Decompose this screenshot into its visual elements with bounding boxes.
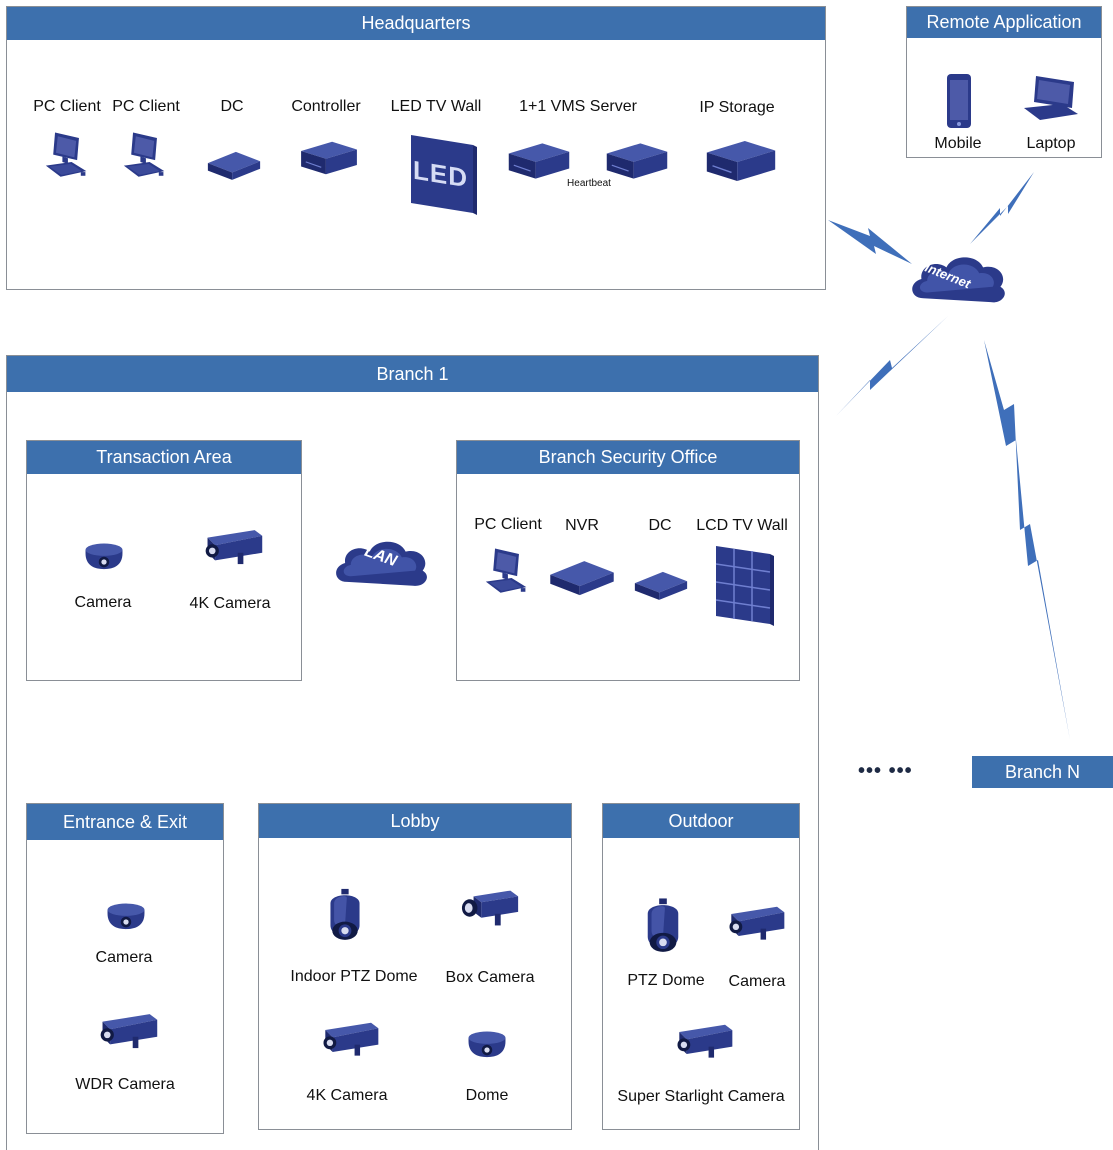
bullet-camera-icon[interactable] xyxy=(318,1020,382,1062)
bolt-remote-internet xyxy=(970,172,1034,244)
bullet-camera-icon[interactable] xyxy=(724,904,788,946)
pc-client-icon[interactable] xyxy=(44,130,90,182)
heartbeat-label: Heartbeat xyxy=(567,178,611,189)
controller-icon[interactable] xyxy=(298,138,360,178)
outdoor-panel: Outdoor xyxy=(602,803,800,1130)
led-wall-icon[interactable]: LED xyxy=(407,133,477,215)
ptz-dome-icon[interactable] xyxy=(325,888,365,948)
device-label: DC xyxy=(220,98,244,115)
lcd-wall-icon[interactable] xyxy=(714,544,774,626)
laptop-icon[interactable] xyxy=(1022,74,1080,122)
device-label: DC xyxy=(648,517,672,534)
device-label: LCD TV Wall xyxy=(696,517,788,534)
lan-cloud: LAN xyxy=(330,530,434,596)
headquarters-title: Headquarters xyxy=(7,7,825,40)
outdoor-title: Outdoor xyxy=(603,804,799,838)
pc-client-icon[interactable] xyxy=(484,546,530,598)
bullet-camera-icon[interactable] xyxy=(200,528,266,570)
bolt-hq-internet xyxy=(828,220,912,264)
bolt-branch1-internet xyxy=(836,316,948,416)
dome-camera-icon[interactable] xyxy=(465,1026,509,1060)
branch1-title: Branch 1 xyxy=(7,356,818,392)
device-label: Super Starlight Camera xyxy=(617,1088,785,1105)
device-label: Mobile xyxy=(934,135,982,152)
bolt-internet-branchn xyxy=(984,340,1070,740)
storage-icon[interactable] xyxy=(703,136,779,186)
entrance-exit-panel: Entrance & Exit xyxy=(26,803,224,1134)
pc-client-icon[interactable] xyxy=(122,130,168,182)
device-label: Controller xyxy=(291,98,361,115)
transaction-area-panel: Transaction Area xyxy=(26,440,302,681)
dc-icon[interactable] xyxy=(206,148,262,182)
lobby-panel: Lobby xyxy=(258,803,572,1130)
device-label: Box Camera xyxy=(445,969,535,986)
wan-links xyxy=(828,172,1070,740)
device-label: 4K Camera xyxy=(306,1087,388,1104)
entrance-exit-title: Entrance & Exit xyxy=(27,804,223,840)
more-branches-ellipsis: ••• ••• xyxy=(858,760,913,782)
lobby-title: Lobby xyxy=(259,804,571,838)
device-label: WDR Camera xyxy=(75,1076,175,1093)
device-label: PC Client xyxy=(474,516,542,533)
device-label: PTZ Dome xyxy=(627,972,705,989)
device-label: LED TV Wall xyxy=(390,98,482,115)
device-label: 4K Camera xyxy=(189,595,271,612)
branch-n-box[interactable]: Branch N xyxy=(972,756,1113,788)
remote-application-title: Remote Application xyxy=(907,7,1101,38)
security-office-title: Branch Security Office xyxy=(457,441,799,474)
device-label: Camera xyxy=(95,949,153,966)
device-label: Camera xyxy=(728,973,786,990)
dome-camera-icon[interactable] xyxy=(104,898,148,932)
device-label: PC Client xyxy=(33,98,101,115)
device-label: 1+1 VMS Server xyxy=(519,98,637,115)
internet-cloud: Internet xyxy=(906,246,1012,312)
transaction-area-title: Transaction Area xyxy=(27,441,301,474)
nvr-icon[interactable] xyxy=(548,556,616,598)
bullet-camera-icon[interactable] xyxy=(672,1022,736,1064)
server-icon[interactable] xyxy=(603,140,671,182)
device-label: Indoor PTZ Dome xyxy=(290,968,418,985)
server-icon[interactable] xyxy=(505,140,573,182)
device-label: PC Client xyxy=(112,98,180,115)
dome-camera-icon[interactable] xyxy=(82,538,126,572)
dc-icon[interactable] xyxy=(633,568,689,602)
mobile-icon[interactable] xyxy=(944,72,974,130)
box-camera-icon[interactable] xyxy=(460,888,522,928)
device-label: Laptop xyxy=(1026,135,1076,152)
device-label: NVR xyxy=(565,517,599,534)
device-label: Camera xyxy=(74,594,132,611)
device-label: Dome xyxy=(465,1087,509,1104)
ptz-dome-icon[interactable] xyxy=(642,898,684,960)
device-label: IP Storage xyxy=(699,99,775,116)
bullet-camera-icon[interactable] xyxy=(95,1012,161,1054)
